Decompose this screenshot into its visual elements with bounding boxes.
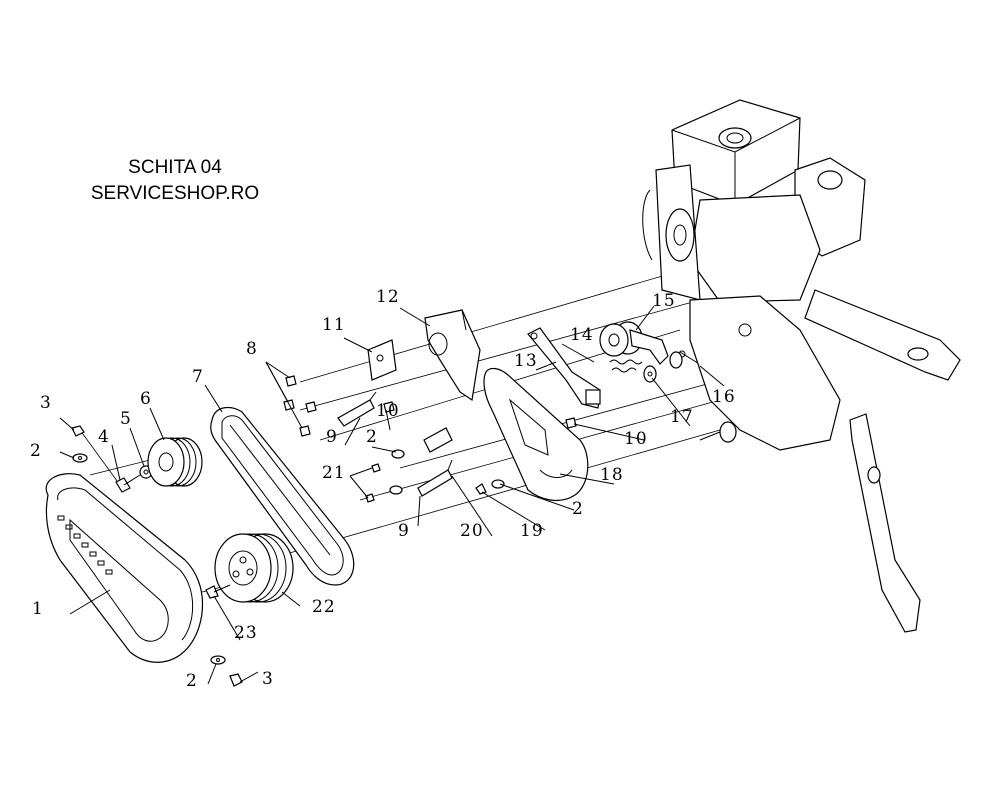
washer-17 (643, 365, 657, 383)
callout-1: 1 (32, 599, 44, 619)
callout-2-left: 2 (30, 441, 42, 461)
diagram-title: SCHITA 04 (128, 157, 222, 178)
fastener-bolt-4 (115, 474, 141, 493)
callout-13: 13 (514, 351, 538, 371)
fastener-bolt-10a (383, 401, 395, 413)
tension-bracket-11 (367, 339, 397, 381)
callout-11: 11 (322, 315, 346, 335)
callout-20: 20 (460, 521, 484, 541)
callout-19: 19 (520, 521, 544, 541)
fastener-bolts-8 (283, 375, 317, 437)
callout-10-left: 10 (376, 401, 400, 421)
callout-10-right: 10 (624, 429, 648, 449)
large-pulley (214, 533, 294, 603)
support-leg (849, 413, 921, 633)
callout-3-bottom: 3 (262, 669, 274, 689)
fastener-washer-19 (491, 479, 505, 489)
callout-5: 5 (120, 409, 132, 429)
callout-7: 7 (192, 367, 204, 387)
callout-2-right: 2 (572, 499, 584, 519)
callout-9-upper: 9 (326, 427, 338, 447)
callout-15: 15 (652, 291, 676, 311)
handle-bar (804, 289, 961, 381)
small-pulley (147, 437, 203, 487)
fastener-nut-3a (71, 425, 85, 437)
fastener-set-21 (365, 449, 405, 503)
bracket-plate-9a (337, 391, 377, 427)
callout-16: 16 (712, 387, 736, 407)
callout-leaders (59, 305, 725, 685)
callout-23: 23 (234, 623, 258, 643)
callout-2-middle: 2 (366, 427, 378, 447)
diagram-subtitle: SERVICESHOP.RO (90, 183, 260, 204)
callout-4: 4 (98, 427, 110, 447)
callout-18: 18 (600, 465, 624, 485)
fastener-washer-2a (72, 453, 88, 463)
callout-9-lower: 9 (398, 521, 410, 541)
callout-8: 8 (246, 339, 258, 359)
fastener-bolt-10b (565, 417, 577, 429)
callout-12: 12 (376, 287, 400, 307)
callout-3-left: 3 (40, 393, 52, 413)
fastener-washer-2b (210, 655, 226, 665)
engine-assembly (642, 99, 866, 303)
mounting-plate-12 (424, 309, 481, 402)
callout-17: 17 (670, 407, 694, 427)
callout-21: 21 (322, 463, 346, 483)
v-belt (210, 406, 355, 586)
back-plate-18 (483, 367, 589, 502)
bracket-plate-9b (417, 459, 453, 497)
cover-vent-slots (57, 515, 113, 575)
callout-6: 6 (140, 389, 152, 409)
bracket-plate-20 (423, 427, 453, 453)
callout-2-bottom: 2 (186, 671, 198, 691)
belt-guard-cover (45, 473, 203, 663)
fastener-bolt-23 (205, 584, 231, 599)
callout-14: 14 (570, 325, 594, 345)
idler-pulley-15 (599, 321, 669, 365)
tension-lever-13 (527, 327, 601, 409)
gearbox-frame (689, 295, 841, 451)
bushing (669, 351, 683, 369)
fastener-nut-3b (229, 673, 243, 687)
spring-14 (609, 359, 643, 373)
callout-22: 22 (312, 597, 336, 617)
fastener-nut-20 (475, 483, 487, 495)
